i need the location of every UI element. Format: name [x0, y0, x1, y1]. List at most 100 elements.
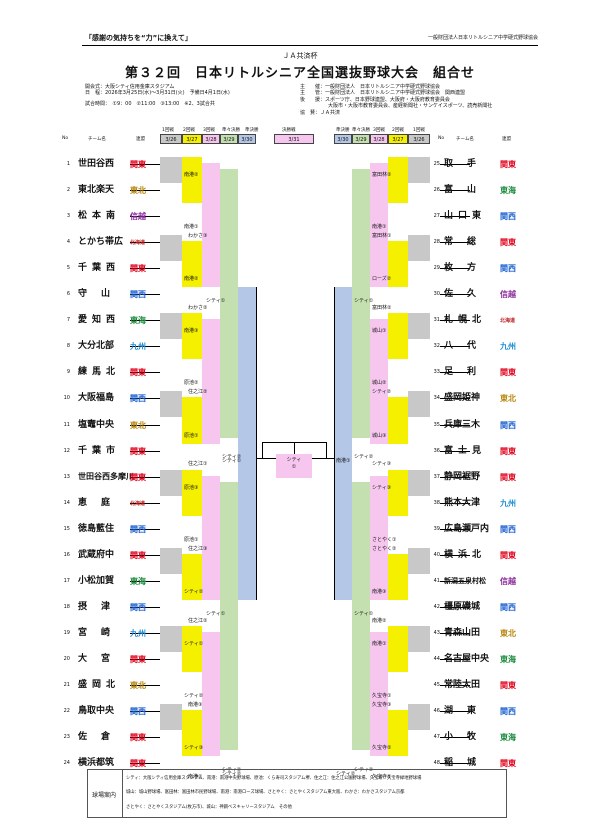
team-line-right: [440, 320, 470, 322]
team-name: 守山: [78, 289, 125, 300]
team-number: 6: [66, 291, 70, 298]
team-region: 関東: [500, 681, 516, 690]
team-line: [130, 450, 160, 452]
team-name: 静岡裾野: [444, 471, 481, 482]
team-name: 常陸太田: [444, 680, 481, 690]
team-line: [130, 320, 160, 322]
team-region: 九州: [130, 628, 146, 638]
team-number: 15: [63, 525, 70, 532]
r1-box: [160, 547, 182, 574]
r3-box: [202, 319, 220, 444]
team-name: 富士見: [444, 445, 487, 456]
team-line-right: [440, 424, 470, 426]
team-name: 枚方: [444, 263, 491, 274]
team-line-right: [440, 190, 470, 192]
team-region: 関東: [500, 368, 516, 378]
date-r1-r: 3/26: [408, 134, 430, 144]
team-line: [130, 164, 160, 165]
team-region: 関東: [130, 733, 146, 743]
venue-label: 原池③: [184, 484, 199, 491]
team-name: 徳島藍住: [78, 523, 115, 534]
team-number: 32: [433, 343, 440, 350]
venue-label-right: 久宝寺②: [372, 745, 392, 752]
venue-label: 南港①: [188, 774, 203, 781]
team-region: 関西: [130, 707, 146, 717]
r2-box-right: [388, 553, 408, 600]
organizer-line: 大阪市・大阪市教育委員会、産経新聞社・サンケイスポーツ、読売新聞社: [328, 103, 493, 110]
team-region: 東北: [500, 628, 516, 638]
venue-label-right: 久宝寺①: [372, 693, 392, 699]
organizer-line: 主 管：一般財団法人 日本リトルシニア中学硬式野球協会 関西連盟: [300, 90, 466, 97]
team-region: 九州: [500, 342, 516, 352]
team-number: 19: [63, 629, 70, 636]
team-line: [130, 711, 160, 713]
team-name: 八代: [444, 341, 491, 352]
team-number: 7: [66, 317, 70, 324]
team-region: 関西: [500, 420, 516, 430]
team-region: 関西: [130, 602, 146, 612]
venue-label: 南港③: [184, 328, 199, 335]
r1-box-right: [408, 157, 430, 184]
venue-label: 南港②: [184, 276, 199, 283]
r2-box-right: [388, 625, 408, 672]
qf-box-right: [352, 169, 370, 438]
team-number: 33: [433, 369, 440, 376]
team-line: [130, 685, 160, 686]
date-qf: 3/29: [220, 134, 238, 144]
venue-guide-line: 城山：城山野球場、富田林：富田林市民野球場、南港：南港ローズ球場、さとやく：さと…: [126, 790, 405, 795]
r2-box: [182, 241, 202, 288]
event-info-right: 主 催：一般財団法人 日本リトルシニア中学硬式野球協会 主 管：一般財団法人 日…: [300, 84, 492, 116]
r2-box-right: [388, 397, 408, 444]
team-name: 鳥取中央: [78, 706, 115, 717]
team-name: 取手: [444, 159, 491, 169]
team-region: 関東: [500, 472, 516, 482]
team-region: 北海道: [130, 240, 146, 247]
r2-box: [182, 313, 202, 360]
team-line-right: [440, 216, 470, 218]
col-team: チーム名: [88, 137, 106, 142]
venue-label-right: 城山①: [372, 328, 387, 335]
team-region: 東海: [500, 733, 516, 743]
col-r3-r: 3回戦: [373, 128, 385, 133]
team-line-right: [440, 346, 470, 348]
team-name: 大宮: [78, 653, 125, 664]
team-region: 東北: [500, 394, 516, 404]
venue-label: 原池②: [184, 380, 199, 387]
venue-label-right: 久宝寺②: [372, 774, 392, 781]
team-number: 43: [433, 629, 440, 636]
r1-box-right: [408, 235, 430, 262]
team-number: 24: [63, 760, 70, 767]
team-region: 関東: [130, 654, 146, 664]
team-name: 摂津: [78, 601, 125, 612]
team-number: 46: [433, 708, 440, 715]
team-name: 広島瀬戸内: [444, 523, 490, 534]
team-number: 39: [433, 525, 440, 532]
team-name: 練馬北: [78, 367, 121, 378]
team-number: 41: [433, 577, 440, 584]
team-line-right: [440, 737, 470, 739]
event-info-left: 開会式：大阪シティ信用金庫スタジアム 日 程：2026年3月25日(水)～3月3…: [85, 84, 230, 107]
venue-label: 南港③: [188, 701, 203, 708]
team-name: 小松加賀: [78, 575, 115, 586]
team-region: 東海: [130, 316, 146, 326]
team-region: 東北: [130, 681, 146, 690]
team-region: 関西: [130, 290, 146, 300]
venue-label-right: 久宝寺③: [372, 701, 392, 708]
team-region: 北海道: [500, 318, 516, 325]
team-region: 関東: [500, 446, 516, 456]
date-final: 3/31: [274, 134, 314, 144]
date-r2: 3/27: [182, 134, 202, 144]
team-line-right: [440, 398, 470, 400]
r1-box-right: [408, 704, 430, 731]
venue-label: シティ②: [222, 454, 242, 461]
team-region: 関西: [500, 212, 516, 222]
team-name: 宮崎: [78, 627, 125, 638]
team-line-right: [440, 294, 470, 296]
team-number: 40: [433, 551, 440, 558]
venue-label-right: シティ②: [372, 389, 392, 396]
team-name: 常総: [444, 237, 491, 248]
team-number: 11: [63, 421, 70, 428]
sf-line-right: [334, 287, 335, 600]
venue-guide-line: シティ：大阪シティ信用金庫スタジアム、南港：南港中央野球場、原池：くら寿司スタジ…: [126, 776, 422, 781]
organizer-name: 一般財団法人日本リトルシニア中学硬式野球協会: [427, 35, 538, 41]
